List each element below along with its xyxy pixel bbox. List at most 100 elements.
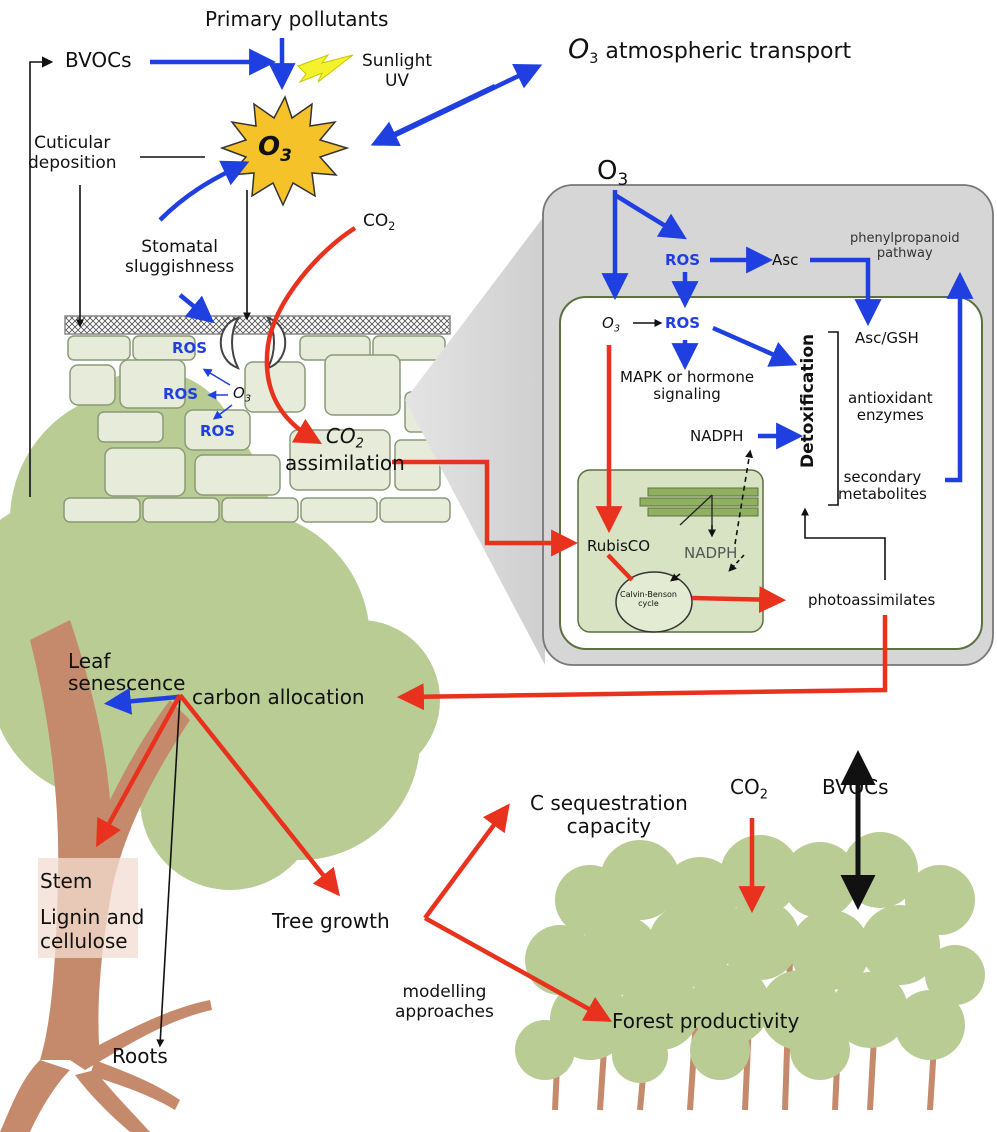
cell-inner-o3-o: O	[602, 314, 614, 332]
rubisco-label: RubisCO	[587, 537, 651, 555]
antiox-line-1: antioxidant	[848, 389, 933, 407]
lignin-line-1: Lignin and	[40, 905, 145, 929]
modelling-line-2: approaches	[395, 1001, 494, 1022]
cell-ros-outer: ROS	[665, 251, 701, 269]
c-seq-line-2: capacity	[566, 814, 652, 838]
uv-text: UV	[384, 70, 410, 91]
mapk-line-1: MAPK or hormone	[620, 368, 755, 386]
forest-bvocs-label: BVOCs	[822, 775, 889, 799]
cell-o3-o: O	[597, 156, 618, 186]
nadph-label-upper: NADPH	[690, 427, 744, 445]
secondary-metabolites-label: secondary metabolites	[838, 468, 927, 504]
leaf-co2-sub: 2	[355, 436, 364, 452]
leaf-ros-3: ROS	[200, 422, 236, 440]
lignin-line-2: cellulose	[40, 929, 128, 953]
stomatal-line-1: Stomatal	[141, 237, 218, 257]
ozone-star	[219, 95, 350, 207]
thylakoid-stack	[639, 487, 759, 517]
black-connectors	[29, 56, 886, 1048]
modelling-approaches-label: modelling approaches	[395, 982, 494, 1022]
mapk-line-2: signaling	[653, 385, 721, 404]
cell-asc: Asc	[772, 251, 799, 269]
c-seq-line-1: C sequestration	[530, 791, 688, 815]
transport-sub: 3	[589, 51, 599, 67]
photoassimilates-label: photoassimilates	[808, 591, 936, 609]
assimilation-text: assimilation	[285, 451, 405, 476]
leaf-co2-c: CO	[325, 424, 356, 448]
antioxidant-enzymes-label: antioxidant enzymes	[848, 389, 933, 425]
stomata-guard-cells	[219, 316, 287, 370]
forest-productivity-label: Forest productivity	[612, 1009, 800, 1033]
leaf-ros-thin-arrows	[202, 368, 233, 420]
forest-co2-sub: 2	[759, 787, 768, 803]
secondary-line-2: metabolites	[838, 485, 927, 504]
ozone-star-o: O	[258, 132, 281, 162]
ozone-star-sub: 3	[280, 144, 292, 165]
primary-pollutants-label: Primary pollutants	[205, 7, 389, 31]
mapk-signaling-label: MAPK or hormone signaling	[620, 368, 755, 404]
stomatal-sluggishness-label: Stomatal sluggishness	[125, 237, 235, 277]
forest-co2-label: CO2	[730, 776, 768, 803]
leaf-senescence-label: Leaf senescence	[68, 650, 185, 694]
co2-top-c: CO	[363, 211, 389, 231]
thylakoid-zigzag-a	[679, 494, 713, 526]
transport-text: atmospheric transport	[598, 39, 852, 64]
roots-label: Roots	[112, 1044, 168, 1068]
stem-label-backdrop	[38, 858, 138, 958]
asc-gsh-label: Asc/GSH	[855, 329, 919, 347]
leaf-ros-2: ROS	[163, 385, 199, 403]
c-sequestration-label: C sequestration capacity	[530, 792, 688, 838]
cell-ros-inner: ROS	[665, 314, 701, 332]
sunlight-uv-label: Sunlight UV	[362, 51, 433, 91]
leaf-line-2: senescence	[68, 671, 186, 695]
co2-top-label: CO2	[363, 211, 396, 234]
sunlight-bolt	[297, 53, 354, 84]
calvin-line-1: Calvin-Benson	[620, 590, 677, 599]
phenyl-line-2: pathway	[876, 245, 933, 261]
ozone-arrows	[103, 38, 974, 715]
carbon-allocation-label: carbon allocation	[192, 685, 365, 709]
leaf-o3-o: O	[233, 384, 245, 402]
cuticular-deposition-label: Cuticular deposition	[28, 133, 117, 173]
phenylpropanoid-label: phenylpropanoid pathway	[850, 231, 960, 262]
forest-canopy	[515, 832, 985, 1083]
cuticular-line-2: deposition	[28, 152, 117, 173]
calvin-line-2: cycle	[638, 599, 659, 609]
stomatal-line-2: sluggishness	[125, 256, 235, 277]
detoxification-label: Detoxification	[798, 333, 818, 468]
ozone-star-label: O3	[258, 132, 292, 165]
cell-inner-o3-sub: 3	[613, 323, 621, 335]
nadph-dashed-arrow	[734, 449, 754, 545]
bvocs-top-label: BVOCs	[65, 48, 132, 72]
zoom-beam	[405, 215, 545, 665]
leaf-line-1: Leaf	[68, 649, 111, 673]
cuticular-line-1: Cuticular	[34, 133, 111, 153]
co2-assimilation-label: CO2 assimilation	[285, 425, 405, 475]
modelling-line-1: modelling	[402, 982, 487, 1002]
forest-co2-c: CO	[730, 775, 760, 799]
tree-growth-label: Tree growth	[272, 909, 390, 933]
antiox-line-2: enzymes	[856, 406, 924, 425]
cell-inner-o3: O3	[602, 314, 621, 335]
co2-assimilation-co2: CO2	[285, 425, 405, 452]
co2-top-sub: 2	[388, 219, 396, 233]
leaf-o3-label: O3	[233, 384, 252, 405]
secondary-line-1: secondary	[843, 468, 922, 486]
nadph-calvin-dashed	[728, 554, 745, 572]
leaf-cross-section	[63, 315, 451, 523]
leaf-ros-1: ROS	[172, 339, 208, 357]
lignin-cellulose-label: Lignin and cellulose	[40, 905, 144, 953]
calvin-benson-ellipse	[615, 571, 693, 633]
sunlight-text: Sunlight	[362, 51, 433, 71]
stem-label: Stem	[40, 869, 93, 893]
cell-o3-label: O3	[597, 156, 629, 189]
transport-o: O	[568, 34, 590, 65]
calvin-benson-label: Calvin-Benson cycle	[620, 590, 677, 608]
cell-o3-sub: 3	[617, 168, 629, 189]
nadph-label-lower: NADPH	[684, 544, 738, 562]
leaf-o3-sub: 3	[244, 393, 252, 405]
carbon-arrows	[96, 226, 888, 1022]
o3-transport-label: O3 atmospheric transport	[568, 34, 851, 67]
